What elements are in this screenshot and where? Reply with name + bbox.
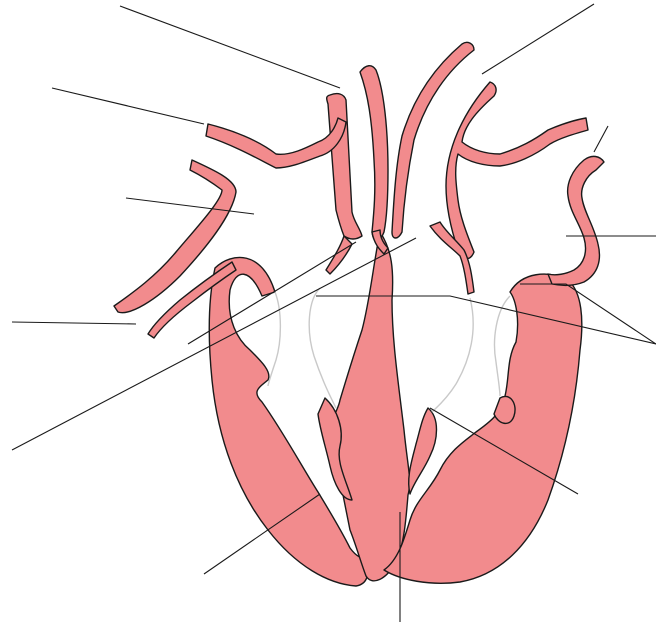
leader-line-4 (594, 126, 608, 152)
aortic-valve (432, 298, 473, 412)
septum (331, 232, 410, 581)
tricuspid-valve (268, 292, 280, 386)
right-pulmonary-artery (206, 118, 346, 168)
leader-line-1 (120, 6, 340, 88)
left-ventricle-trabecula (494, 396, 515, 423)
leader-line-7 (12, 322, 136, 324)
superior-vena-cava (327, 94, 362, 239)
leader-line-5 (126, 198, 254, 214)
pulmonary-valve (309, 288, 336, 408)
left-pulmonary-artery (446, 82, 588, 259)
valve-flap-left (326, 236, 352, 274)
aorta (360, 66, 388, 241)
leader-line-2 (482, 4, 594, 74)
pulmonary-vein (548, 156, 604, 285)
heart-body (209, 232, 582, 586)
left-papillary-muscle (409, 408, 437, 494)
left-heart-wall (384, 274, 582, 583)
leader-line-3 (52, 88, 204, 124)
